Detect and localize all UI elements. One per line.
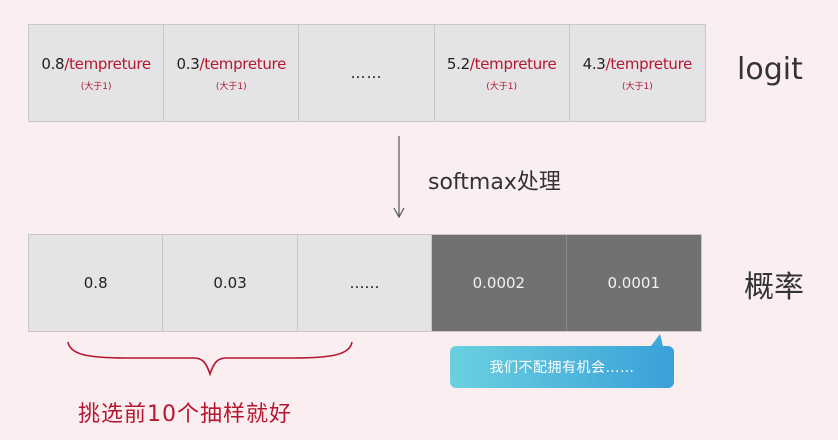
logit-expression: 4.3/tempreture (583, 55, 693, 73)
logit-value: 4.3 (582, 54, 606, 73)
logit-suffix: /tempreture (469, 54, 557, 73)
prob-cell-2: 0.03 (163, 235, 298, 331)
logit-label: logit (737, 52, 803, 87)
speech-bubble-text: 我们不配拥有机会…… (489, 360, 635, 376)
logit-cell-1: 0.8/tempreture (大于1) (29, 25, 165, 121)
logit-suffix: /tempreture (199, 54, 287, 73)
logit-expression: 5.2/tempreture (447, 55, 557, 73)
logit-suffix: /tempreture (64, 54, 151, 73)
logit-expression: 0.8/tempreture (41, 55, 151, 73)
prob-cell-5: 0.0001 (566, 235, 701, 331)
logit-cell-5: 4.3/tempreture (大于1) (569, 25, 705, 121)
prob-cell-1: 0.8 (29, 235, 164, 331)
logit-row: 0.8/tempreture (大于1) 0.3/tempreture (大于1… (28, 24, 706, 122)
logit-note: (大于1) (621, 81, 653, 92)
probability-row: 0.8 0.03 …… 0.0002 0.0001 (28, 234, 702, 332)
down-arrow-icon (393, 136, 405, 219)
logit-value: 0.8 (41, 54, 65, 73)
logit-cell-2: 0.3/tempreture (大于1) (164, 25, 300, 121)
logit-note: (大于1) (486, 81, 518, 92)
logit-cell-ellipsis: …… (299, 25, 435, 121)
curly-brace-icon (67, 341, 353, 377)
speech-bubble: 我们不配拥有机会…… (450, 346, 674, 388)
probability-label: 概率 (744, 270, 804, 305)
logit-value: 5.2 (446, 54, 470, 73)
choose-top-10-label: 挑选前10个抽样就好 (78, 402, 292, 427)
logit-value: 0.3 (176, 54, 200, 73)
logit-suffix: /tempreture (605, 54, 693, 73)
prob-cell-ellipsis: …… (297, 235, 433, 331)
softmax-label: softmax处理 (428, 170, 561, 195)
prob-cell-4: 0.0002 (432, 235, 567, 331)
logit-cell-4: 5.2/tempreture (大于1) (434, 25, 570, 121)
ellipsis: …… (350, 64, 383, 82)
logit-note: (大于1) (80, 81, 112, 92)
logit-expression: 0.3/tempreture (177, 55, 287, 73)
logit-note: (大于1) (215, 81, 247, 92)
